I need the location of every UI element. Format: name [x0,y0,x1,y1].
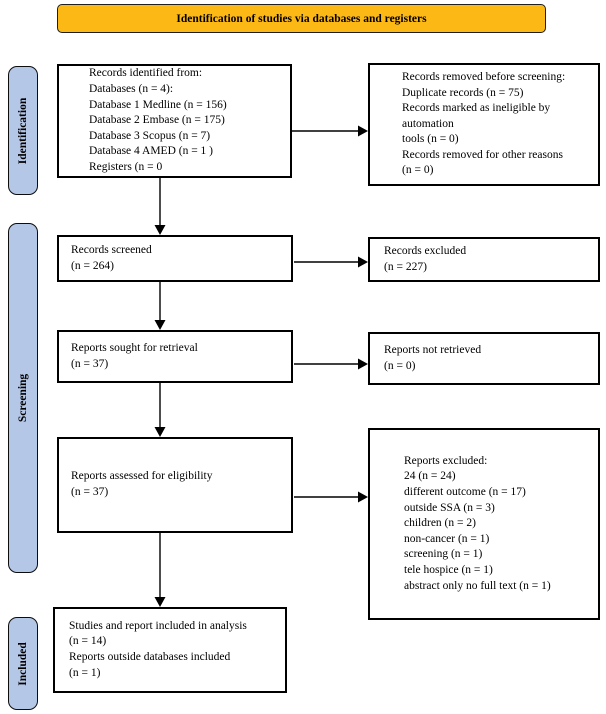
arrowhead-down-3 [154,427,166,437]
text-line: Database 2 Embase (n = 175) [89,114,225,127]
banner-title: Identification of studies via databases … [57,4,546,33]
stage-label-identification: Identification [8,66,38,195]
text-line: automation [402,117,454,130]
arrowhead-down-1 [154,225,166,235]
text-line: 24 (n = 24) [404,470,456,483]
text-line: tele hospice (n = 1) [404,563,493,576]
arrowhead-down-2 [154,320,166,330]
text-line: children (n = 2) [404,517,476,530]
stage-label-screening: Screening [8,223,38,573]
text-line: Records removed for other reasons [402,148,563,161]
text-line: Records identified from: [89,67,203,80]
text-line: (n = 37) [71,357,109,370]
box-records-screened: Records screened (n = 264) [57,235,293,282]
text-line: non-cancer (n = 1) [404,532,490,545]
text-line: Records marked as ineligible by [402,102,551,115]
text-line: abstract only no full text (n = 1) [404,579,551,592]
text-line: Database 1 Medline (n = 156) [89,98,227,111]
text-line: outside SSA (n = 3) [404,501,495,514]
banner-title-label: Identification of studies via databases … [176,12,427,25]
arrowhead-right-4 [358,491,368,503]
text-line: (n = 0) [402,164,434,177]
text-line: Studies and report included in analysis [69,619,247,632]
box-records-removed: Records removed before screening: Duplica… [368,63,600,186]
text-line: Records screened [71,243,152,256]
text-line: Duplicate records (n = 75) [402,86,524,99]
text-line: Reports not retrieved [384,343,482,356]
text-line: Records removed before screening: [402,70,566,83]
text-line: (n = 1) [69,666,101,679]
text-line: different outcome (n = 17) [404,486,526,499]
box-reports-sought: Reports sought for retrieval (n = 37) [57,330,293,383]
text-line: (n = 14) [69,635,107,648]
arrowhead-right-1 [358,125,368,137]
text-line: Reports outside databases included [69,651,231,663]
text-line: Database 4 AMED (n = 1 ) [89,145,214,158]
text-line: Database 3 Scopus (n = 7) [89,129,211,142]
text-line: (n = 227) [384,260,427,273]
box-reports-excluded: Reports excluded: 24 (n = 24) different ou… [368,428,600,620]
box-reports-assessed: Reports assessed for eligibility (n = 37) [57,437,293,533]
text-line: (n = 264) [71,259,114,272]
text-line: tools (n = 0) [402,133,459,146]
text-line: (n = 0) [384,359,416,372]
text-line: Reports excluded: [404,454,488,467]
arrowhead-right-2 [358,256,368,268]
text-line: Registers (n = 0 [89,160,163,173]
stage-label-included-text: Included [17,641,29,686]
arrowhead-down-4 [154,597,166,607]
arrowhead-right-3 [358,358,368,370]
stage-label-identification-text: Identification [17,97,29,164]
text-line: (n = 37) [71,486,109,498]
text-line: screening (n = 1) [404,548,483,561]
box-records-identified: Records identified from: Databases (n = 4… [57,64,292,178]
text-line: Reports sought for retrieval [71,341,198,354]
stage-label-screening-text: Screening [17,373,29,423]
box-studies-included: Studies and report included in analysis (… [53,607,287,693]
text-line: Reports assessed for eligibility [71,470,213,483]
box-reports-not-retrieved: Reports not retrieved (n = 0) [368,332,600,385]
box-records-excluded: Records excluded (n = 227) [368,237,600,282]
text-line: Databases (n = 4): [89,83,174,96]
text-line: Records excluded [384,244,467,257]
stage-label-included: Included [8,617,38,710]
